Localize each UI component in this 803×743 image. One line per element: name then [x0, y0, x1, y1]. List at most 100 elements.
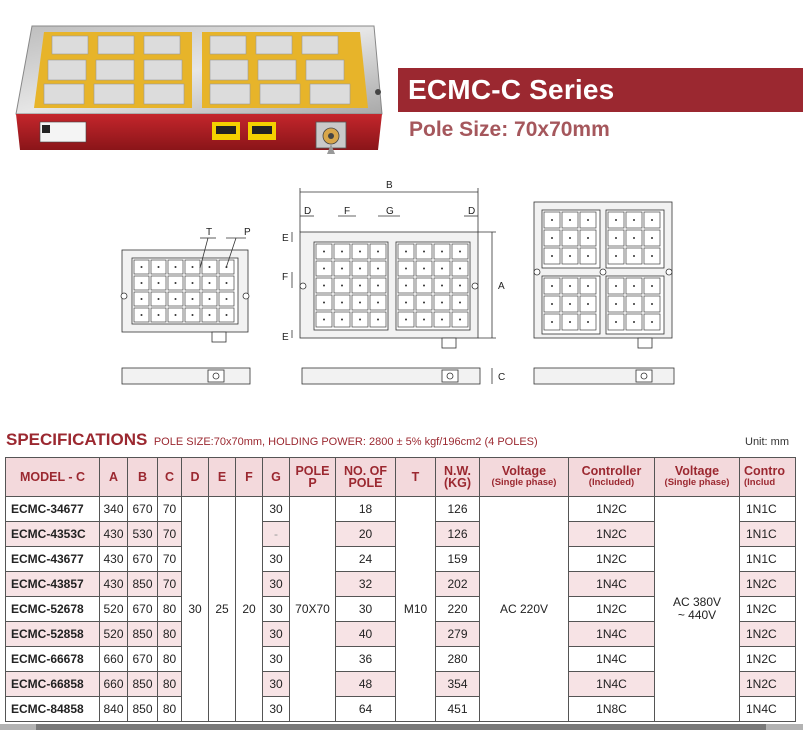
th-controller-2-line2: (Includ — [744, 477, 776, 488]
technical-drawings: T P B D F G D E F E — [120, 180, 675, 385]
cell-controller-1: 1N8C — [568, 696, 655, 722]
th-voltage-1-line1: Voltage — [501, 464, 547, 478]
product-photo — [15, 25, 383, 154]
th-nw-line2: (KG) — [443, 476, 472, 490]
th-no-of-pole-line1: NO. OF — [343, 464, 388, 478]
specifications-heading: SPECIFICATIONS POLE SIZE:70x70mm, HOLDIN… — [6, 430, 538, 450]
th-no-of-pole-line2: POLE — [348, 476, 383, 490]
th-nw: N.W. (KG) — [435, 457, 480, 497]
cell-controller-2: 1N1C — [739, 496, 796, 522]
unit-label: Unit: mm — [745, 436, 789, 448]
pole-size-heading: Pole Size: 70x70mm — [409, 118, 610, 141]
drawing-medium-top-view: B D F G D E F E A C — [282, 180, 505, 385]
cell-no-of-pole: 24 — [335, 546, 396, 572]
cell-nw: 220 — [435, 596, 480, 622]
th-controller-2: Contro (Includ — [739, 457, 796, 497]
th-model: MODEL - C — [5, 457, 100, 497]
label-e-top: E — [282, 233, 289, 244]
cell-pole: 70X70 — [289, 496, 336, 722]
cell-c: 80 — [157, 596, 182, 622]
th-b: B — [127, 457, 158, 497]
cell-controller-1: 1N4C — [568, 646, 655, 672]
label-f-top: F — [344, 206, 350, 217]
cell-a: 660 — [99, 671, 128, 697]
th-controller-1-line2: (Included) — [588, 477, 635, 488]
cell-c: 80 — [157, 646, 182, 672]
cell-no-of-pole: 18 — [335, 496, 396, 522]
cell-model: ECMC-34677 — [5, 496, 100, 522]
cell-e: 25 — [208, 496, 236, 722]
cell-model: ECMC-52678 — [5, 596, 100, 622]
cell-c: 70 — [157, 571, 182, 597]
label-g: G — [386, 206, 394, 217]
cell-no-of-pole: 64 — [335, 696, 396, 722]
cell-b: 670 — [127, 646, 158, 672]
cell-nw: 451 — [435, 696, 480, 722]
cell-g: 30 — [262, 696, 290, 722]
cell-controller-1: 1N4C — [568, 671, 655, 697]
th-controller-1: Controller (Included) — [568, 457, 655, 497]
label-a: A — [498, 281, 505, 292]
th-voltage-1: Voltage (Single phase) — [479, 457, 569, 497]
cell-no-of-pole: 32 — [335, 571, 396, 597]
label-t: T — [206, 227, 212, 238]
cell-controller-2: 1N2C — [739, 671, 796, 697]
cell-controller-1: 1N2C — [568, 596, 655, 622]
specifications-subtitle: POLE SIZE:70x70mm, HOLDING POWER: 2800 ±… — [153, 436, 538, 448]
cell-g: 30 — [262, 646, 290, 672]
label-d-left: D — [304, 206, 311, 217]
cell-controller-2: 1N4C — [739, 696, 796, 722]
cell-model: ECMC-66858 — [5, 671, 100, 697]
cell-voltage-2-line2: ~ 440V — [677, 608, 717, 622]
cell-no-of-pole: 20 — [335, 521, 396, 547]
cell-model: ECMC-4353C — [5, 521, 100, 547]
cell-b: 850 — [127, 696, 158, 722]
cell-t: M10 — [395, 496, 436, 722]
cell-no-of-pole: 48 — [335, 671, 396, 697]
cell-controller-1: 1N4C — [568, 621, 655, 647]
th-controller-2-line1: Contro — [744, 464, 785, 478]
th-voltage-2-line2: (Single phase) — [664, 477, 730, 488]
specifications-table: MODEL - C A B C D E F G POLE P NO. OF PO… — [5, 457, 796, 722]
cell-a: 660 — [99, 646, 128, 672]
th-controller-1-line1: Controller — [581, 464, 642, 478]
cell-b: 850 — [127, 621, 158, 647]
horizontal-scrollbar[interactable] — [0, 724, 803, 730]
cell-controller-1: 1N2C — [568, 546, 655, 572]
th-voltage-2-line1: Voltage — [674, 464, 720, 478]
table-header-row: MODEL - C A B C D E F G POLE P NO. OF PO… — [5, 457, 796, 497]
cell-g: 30 — [262, 596, 290, 622]
th-voltage-1-line2: (Single phase) — [491, 477, 557, 488]
specifications-title: SPECIFICATIONS — [6, 430, 148, 449]
cell-a: 520 — [99, 621, 128, 647]
cell-voltage-2-line1: AC 380V — [672, 595, 722, 609]
cell-b: 850 — [127, 671, 158, 697]
cell-c: 80 — [157, 621, 182, 647]
cell-controller-2: 1N1C — [739, 521, 796, 547]
th-a: A — [99, 457, 128, 497]
cell-g: 30 — [262, 496, 290, 522]
cell-g: 30 — [262, 571, 290, 597]
cell-voltage-1: AC 220V — [479, 496, 569, 722]
cell-no-of-pole: 30 — [335, 596, 396, 622]
drawing-large-top-view — [533, 201, 675, 385]
label-p: P — [244, 227, 251, 238]
cell-controller-2: 1N2C — [739, 596, 796, 622]
th-no-of-pole: NO. OF POLE — [335, 457, 396, 497]
cell-g: - — [262, 521, 290, 547]
label-b: B — [386, 180, 393, 191]
cell-no-of-pole: 36 — [335, 646, 396, 672]
cell-model: ECMC-43677 — [5, 546, 100, 572]
cell-b: 670 — [127, 496, 158, 522]
th-g: G — [262, 457, 290, 497]
cell-b: 850 — [127, 571, 158, 597]
cell-c: 70 — [157, 546, 182, 572]
label-f-side: F — [282, 272, 288, 283]
cell-b: 670 — [127, 546, 158, 572]
cell-controller-1: 1N2C — [568, 521, 655, 547]
